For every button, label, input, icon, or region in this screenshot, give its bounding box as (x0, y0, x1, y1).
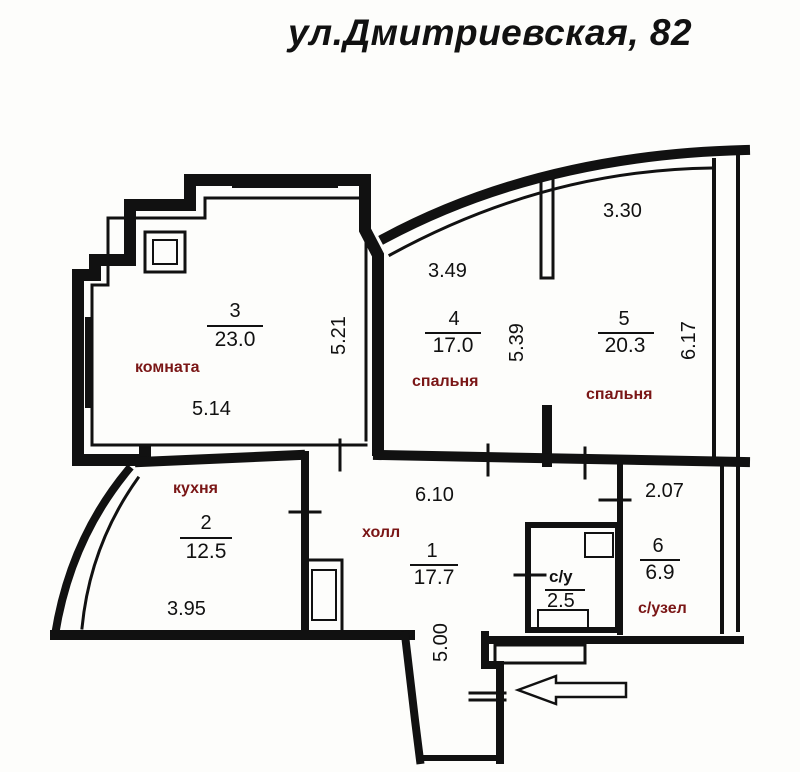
wall-wc (525, 522, 621, 633)
vent-shaft-inner (152, 239, 178, 265)
room3-area: 23.0 (214, 328, 256, 351)
room6-name: с/узел (638, 600, 687, 617)
room5-fraction-line (598, 332, 654, 334)
room4-fraction-line (425, 332, 481, 334)
wall-curved-facade-inner (387, 166, 714, 258)
room5-name: спальня (586, 386, 653, 403)
fixture-wc-toilet (537, 609, 589, 629)
room6-dim: 2.07 (645, 480, 684, 502)
wc-fraction-line (545, 589, 585, 591)
room3-dim-horizontal: 5.14 (192, 398, 231, 420)
room1-fraction-line (410, 564, 458, 566)
wall-hall-left (400, 630, 425, 765)
room4-dim-vertical: 5.39 (506, 323, 528, 362)
room2-dim: 3.95 (167, 598, 206, 620)
room5-area: 20.3 (604, 334, 646, 357)
room5-dim-vertical: 6.17 (678, 321, 700, 360)
wall-kitchen-top (134, 449, 306, 468)
room6-area: 6.9 (645, 561, 675, 584)
wc-area: 2.5 (547, 590, 575, 612)
room4-name: спальня (412, 373, 479, 390)
fixture-wc-sink (584, 532, 614, 558)
room3-number: 3 (229, 300, 241, 322)
room2-fraction-line (180, 537, 232, 539)
room4-area: 17.0 (432, 334, 474, 357)
room3-name: комната (135, 359, 200, 376)
wall-bedroom-corridor (372, 449, 751, 468)
room3-fraction-line (207, 325, 263, 327)
arrow-left-icon (514, 674, 628, 706)
wall-curved-facade-outer (378, 144, 751, 245)
vent-shaft (143, 230, 187, 274)
wall-kitchen-curve-inner (80, 475, 141, 630)
room6-fraction-line (640, 559, 680, 561)
room1-dim-vertical: 5.00 (430, 623, 452, 662)
wall-room3-inner (90, 196, 368, 447)
plan-title: ул.Дмитриевская, 82 (288, 12, 693, 53)
wall-kitchen-curve (50, 464, 134, 640)
room2-number: 2 (200, 512, 212, 534)
bathtub-hall (304, 558, 344, 634)
wall-hall-right (481, 631, 504, 764)
wall-partition-4-5 (539, 176, 555, 280)
room1-dim-width: 6.10 (415, 484, 454, 506)
room6-number: 6 (652, 535, 664, 557)
room4-number: 4 (448, 308, 460, 330)
balcony-strip (493, 643, 587, 665)
room1-area: 17.7 (413, 566, 455, 589)
room1-number: 1 (426, 540, 438, 562)
room5-number: 5 (618, 308, 630, 330)
room5-dim-width: 3.30 (603, 200, 642, 222)
room2-name: кухня (173, 480, 218, 497)
room1-name: холл (362, 524, 401, 541)
bathtub-hall-inner (311, 569, 337, 621)
room4-dim-width: 3.49 (428, 260, 467, 282)
wc-label: с/у (549, 567, 573, 586)
room3-dim-vertical: 5.21 (328, 316, 350, 355)
room2-area: 12.5 (185, 540, 227, 563)
